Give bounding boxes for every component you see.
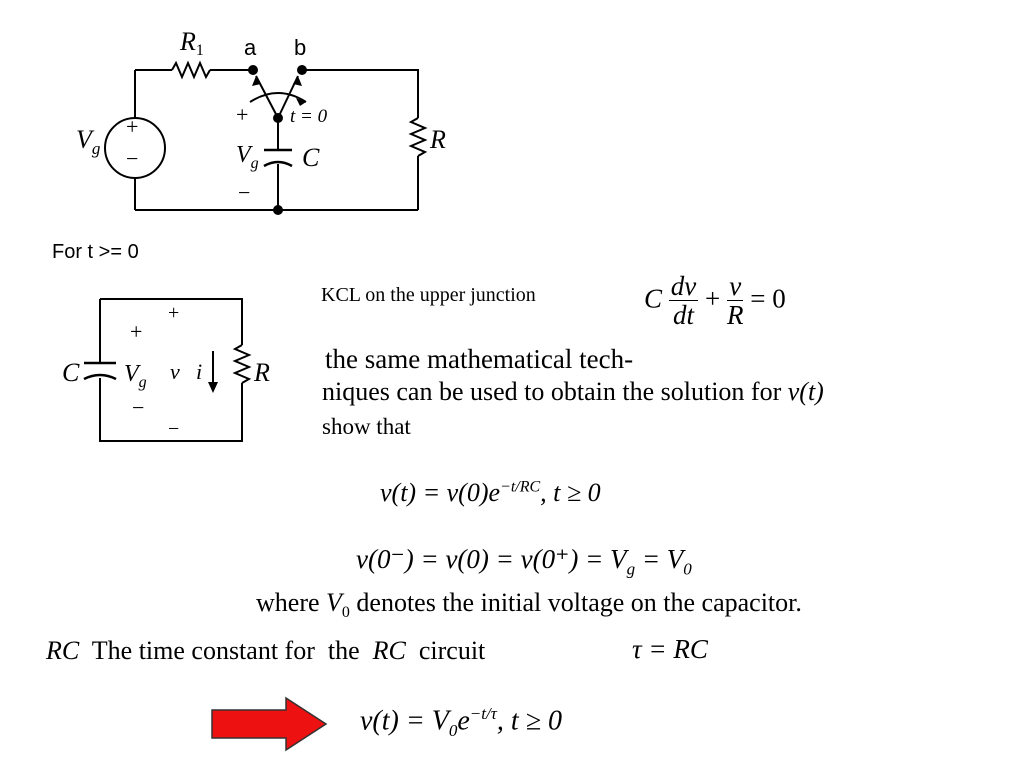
r1-label: R1	[179, 27, 204, 59]
cap-voltage-label: Vg	[236, 142, 259, 172]
text-line-1: the same mathematical tech-	[325, 344, 634, 374]
circuit-diagram-rc: C Vg v i R + + − −	[62, 298, 270, 442]
rc-cap-label: C	[62, 358, 80, 387]
tau-equation: τ = RC	[632, 634, 708, 664]
section-label: For t >= 0	[52, 241, 139, 263]
rc-i-label: i	[196, 359, 202, 384]
kcl-label: KCL on the upper junction	[321, 284, 536, 306]
rc-v-label: v	[170, 359, 180, 384]
where-line: where V0 denotes the initial voltage on …	[256, 588, 802, 622]
final-equation: v(t) = V0e−t/τ, t ≥ 0	[360, 704, 562, 740]
rc-plus-outer: +	[168, 302, 179, 324]
cap-minus: −	[238, 180, 250, 205]
rc-minus-outer: −	[168, 418, 179, 440]
initial-condition-equation: v(0⁻) = v(0) = v(0⁺) = Vg = V0	[356, 544, 692, 579]
cap-label: C	[302, 143, 320, 172]
source-plus: +	[126, 114, 138, 139]
time-constant-line: RC The time constant for the RC circuit	[46, 636, 486, 665]
rc-resistor-label: R	[253, 358, 270, 387]
text-line-2: niques can be used to obtain the solutio…	[322, 377, 824, 406]
resistor-r-label: R	[429, 125, 446, 154]
circuit-diagram-switching: R1 a b t = 0 + − Vg + − Vg C R	[76, 27, 446, 215]
cap-plus: +	[236, 102, 248, 127]
node-a-label: a	[244, 35, 257, 60]
arrow-right-icon	[211, 696, 328, 752]
rc-voltage-label: Vg	[124, 361, 147, 391]
solution-equation: v(t) = v(0)e−t/RC, t ≥ 0	[380, 478, 601, 507]
switch-time-label: t = 0	[290, 106, 328, 127]
source-minus: −	[126, 146, 138, 171]
node-b-label: b	[294, 35, 306, 60]
text-line-3: show that	[322, 414, 411, 439]
source-voltage-label: Vg	[76, 125, 100, 158]
rc-plus-inner: +	[130, 319, 142, 344]
rc-minus-inner: −	[132, 395, 144, 420]
